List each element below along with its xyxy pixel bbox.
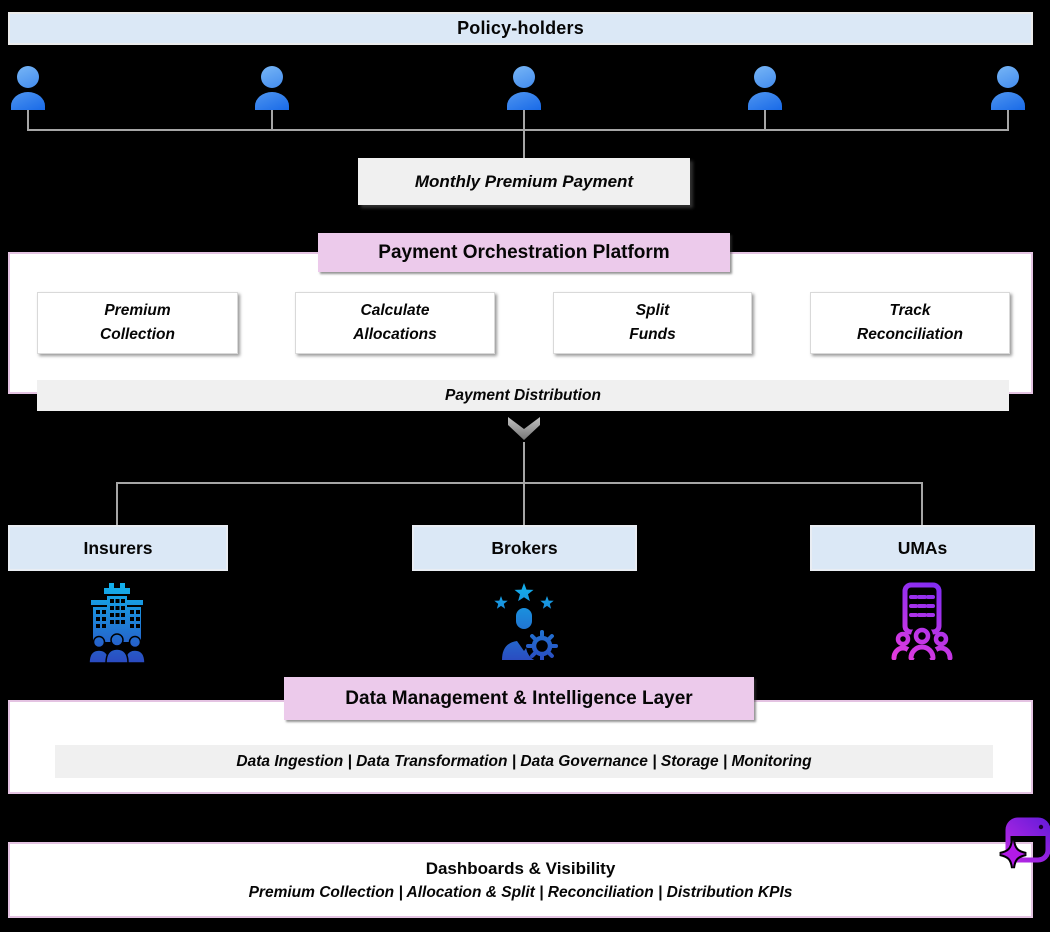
payment-distribution-label: Payment Distribution [445,386,601,404]
step-label-line1: Track [889,301,931,319]
connector-line [523,484,525,525]
data-pipeline-label: Data Ingestion | Data Transformation | D… [236,752,812,770]
person-icon [252,64,292,112]
connector-line [764,110,766,130]
umas-building-people-icon [891,582,953,660]
ai-sparkle-screen-icon [998,816,1050,874]
monthly-premium-payment-box: Monthly Premium Payment [358,158,690,205]
step-label-line2: Funds [629,326,676,343]
connector-line [116,482,923,484]
connector-line [523,442,525,483]
platform-title: Payment Orchestration Platform [378,241,670,263]
payment-distribution-bar: Payment Distribution [37,380,1009,411]
recipient-label: UMAs [897,537,948,558]
policyholders-header: Policy-holders [8,12,1033,45]
step-label-line1: Split [635,301,670,319]
person-icon [988,64,1028,112]
connector-line [271,110,273,130]
step-label-line2: Allocations [353,326,437,343]
data-pipeline-bar: Data Ingestion | Data Transformation | D… [55,745,993,778]
connector-line [921,484,923,525]
chevron-down-icon [506,416,542,442]
recipient-insurers-box: Insurers [8,525,228,571]
recipient-umas-box: UMAs [810,525,1035,571]
data-layer-title-tab: Data Management & Intelligence Layer [284,677,754,720]
step-label-line2: Reconciliation [857,326,963,343]
recipient-brokers-box: Brokers [412,525,637,571]
step-label-line1: Calculate [360,301,430,319]
person-icon [504,64,544,112]
policyholders-label: Policy-holders [457,18,584,38]
recipient-label: Brokers [491,537,558,558]
connector-line [523,110,525,130]
connector-line [1007,110,1009,130]
broker-person-stars-gear-icon [490,582,558,660]
connector-line [27,129,1009,131]
dashboards-box: Dashboards & Visibility Premium Collecti… [8,842,1033,918]
monthly-premium-payment-label: Monthly Premium Payment [414,171,634,191]
dashboards-kpi-label: Premium Collection | Allocation & Split … [248,883,793,901]
insurers-building-people-icon [81,583,153,663]
step-split-funds: Split Funds [553,292,752,354]
connector-line [523,131,525,158]
step-label-line2: Collection [100,326,175,343]
person-icon [8,64,48,112]
dashboards-title: Dashboards & Visibility [425,858,616,878]
step-track-reconciliation: Track Reconciliation [810,292,1010,354]
platform-title-tab: Payment Orchestration Platform [318,233,730,272]
step-premium-collection: Premium Collection [37,292,238,354]
connector-line [27,110,29,130]
data-layer-title: Data Management & Intelligence Layer [345,687,693,709]
connector-line [116,484,118,525]
step-label-line1: Premium [104,301,171,319]
recipient-label: Insurers [83,537,153,558]
person-icon [745,64,785,112]
step-calculate-allocations: Calculate Allocations [295,292,495,354]
